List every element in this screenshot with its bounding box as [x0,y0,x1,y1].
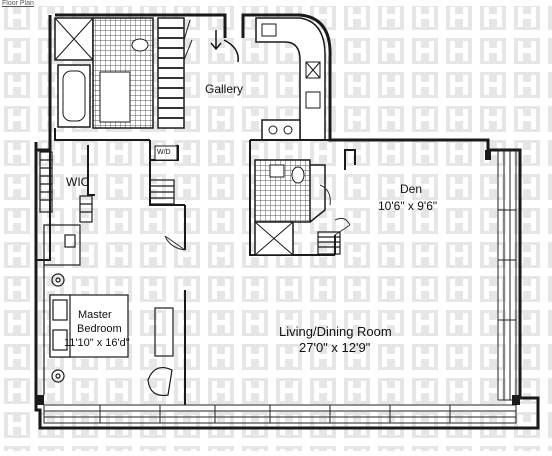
columns [36,150,520,405]
den-dims: 10'6" x 9'6" [378,199,438,213]
exterior-walls [34,13,540,430]
living-dining-dims: 27'0" x 12'9" [299,340,371,355]
entry-arrow [210,30,239,63]
den-label: Den [400,182,423,196]
master-bath [54,17,193,141]
interior-walls [36,139,356,405]
windows [43,149,517,424]
living-dining-label: Living/Dining Room [279,324,392,339]
den-closet [317,231,341,255]
second-bath [254,159,331,256]
kitchen [255,17,326,141]
master-bedroom-line2: Bedroom [77,323,122,335]
gallery-label: Gallery [205,82,244,96]
master-bedroom-line1: Master [78,309,112,321]
washer-dryer [154,145,178,161]
header-note: Floor Plan [2,0,34,7]
bedroom-furniture [43,224,174,397]
wic-shelving [39,151,175,223]
wic-label: WIC [66,175,90,189]
washer-dryer-label: W/D [157,149,171,156]
master-bedroom-dims: 11'10" x 16'd" [64,337,130,349]
door-swings [164,144,351,251]
